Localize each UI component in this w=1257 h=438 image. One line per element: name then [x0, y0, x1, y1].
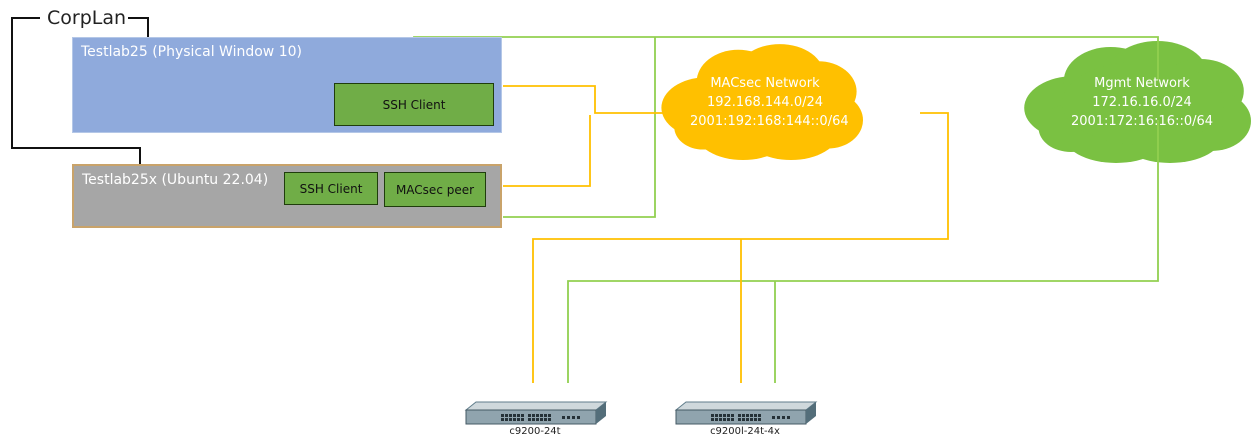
port	[509, 414, 512, 417]
port	[548, 418, 551, 421]
port	[509, 418, 512, 421]
port	[715, 414, 718, 417]
mgmt-network-label: Mgmt Network 172.16.16.0/24 2001:172:16:…	[1052, 74, 1232, 131]
port	[750, 418, 753, 421]
port	[577, 416, 580, 419]
switch-label: c9200l-24t-4x	[710, 426, 780, 437]
host-title: Testlab25x (Ubuntu 22.04)	[82, 172, 269, 188]
corplan-label: CorpLan	[45, 7, 129, 29]
port	[528, 414, 531, 417]
switch-c9200-24t-top	[464, 401, 608, 411]
macsec-peer-app[interactable]: MACsec peer	[384, 172, 486, 207]
port	[544, 418, 547, 421]
port	[501, 418, 504, 421]
port	[787, 416, 790, 419]
port	[731, 414, 734, 417]
port	[758, 414, 761, 417]
network-ipv6: 2001:172:16:16::0/64	[1070, 114, 1214, 129]
mgmt-network-cloud	[1024, 41, 1251, 163]
port	[521, 418, 524, 421]
switch-c9200l-24t-4x-top	[674, 401, 818, 411]
port	[501, 414, 504, 417]
port	[754, 418, 757, 421]
mgmt-link-switch-1	[567, 120, 1159, 383]
port	[715, 418, 718, 421]
switch-c9200l-24t-4x-side	[806, 402, 816, 424]
port	[758, 418, 761, 421]
mgmt-link-host-b	[503, 37, 656, 218]
port	[731, 418, 734, 421]
port	[719, 414, 722, 417]
port	[772, 416, 775, 419]
macsec-link-host-b	[503, 115, 591, 187]
host-title: Testlab25 (Physical Window 10)	[81, 44, 302, 60]
switch-c9200-24t-side	[596, 402, 606, 424]
port	[742, 418, 745, 421]
port	[517, 414, 520, 417]
network-ipv4: 192.168.144.0/24	[706, 95, 824, 110]
network-name: Mgmt Network	[1094, 76, 1190, 91]
port	[505, 414, 508, 417]
ssh-client-app[interactable]: SSH Client	[284, 172, 378, 205]
network-name: MACsec Network	[710, 76, 820, 91]
ssh-client-app[interactable]: SSH Client	[334, 83, 494, 126]
port	[517, 418, 520, 421]
port	[540, 414, 543, 417]
port	[727, 418, 730, 421]
network-ipv4: 172.16.16.0/24	[1092, 95, 1192, 110]
macsec-link-host-a	[503, 85, 690, 114]
port	[513, 414, 516, 417]
port	[536, 418, 539, 421]
port	[532, 418, 535, 421]
macsec-network-label: MACsec Network 192.168.144.0/24 2001:192…	[690, 74, 849, 131]
port	[562, 416, 565, 419]
macsec-link-switch-1	[532, 112, 949, 383]
port	[746, 414, 749, 417]
port	[719, 418, 722, 421]
port	[532, 414, 535, 417]
switch-label: c9200-24t	[509, 426, 561, 437]
port	[544, 414, 547, 417]
port	[711, 414, 714, 417]
port	[528, 418, 531, 421]
port	[513, 418, 516, 421]
port	[746, 418, 749, 421]
port	[777, 416, 780, 419]
port	[742, 414, 745, 417]
port	[727, 414, 730, 417]
port	[572, 416, 575, 419]
port	[754, 414, 757, 417]
port	[548, 414, 551, 417]
corplan-bracket	[11, 17, 149, 164]
port	[505, 418, 508, 421]
port	[738, 414, 741, 417]
port	[711, 418, 714, 421]
port	[540, 418, 543, 421]
port	[723, 414, 726, 417]
port	[567, 416, 570, 419]
port	[782, 416, 785, 419]
port	[738, 418, 741, 421]
macsec-network-cloud	[661, 44, 863, 160]
port	[521, 414, 524, 417]
port	[536, 414, 539, 417]
network-ipv6: 2001:192:168:144::0/64	[690, 114, 849, 129]
port	[750, 414, 753, 417]
port	[723, 418, 726, 421]
